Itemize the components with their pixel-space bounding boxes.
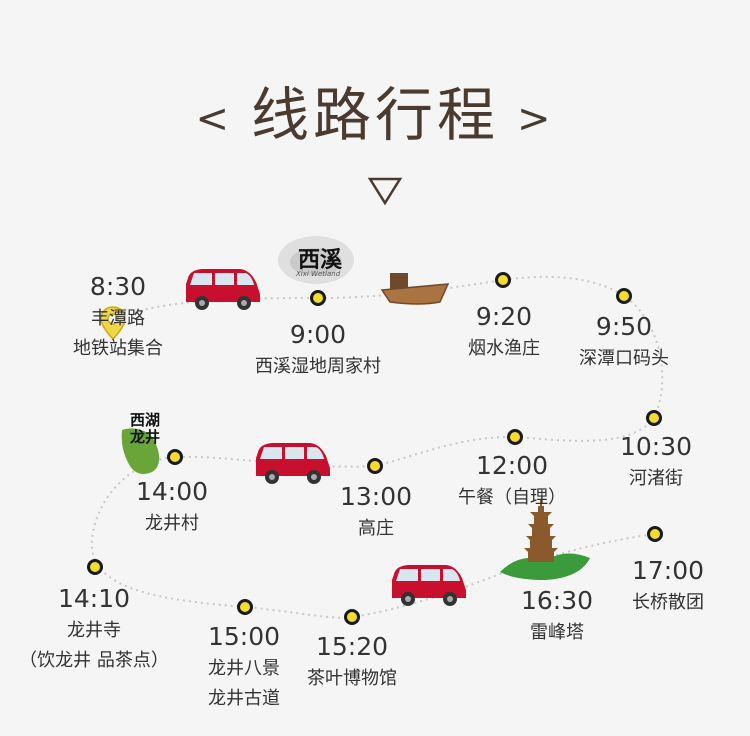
boat-icon <box>380 273 450 305</box>
tea-leaf-icon <box>121 428 160 474</box>
stop-dot-icon <box>87 559 103 575</box>
stop-label: 雷峰塔 <box>530 622 584 643</box>
pagoda-icon <box>500 500 590 580</box>
stop-dot-icon <box>167 449 183 465</box>
xixi-logo-sub: Xixi Wetland <box>296 270 341 278</box>
stop-dot-icon <box>616 288 632 304</box>
stop-label: （饮龙井 品茶点） <box>19 650 169 671</box>
stop-dot-icon <box>237 599 253 615</box>
stop-label: 龙井寺 <box>67 620 121 641</box>
stop-time: 10:30 <box>619 432 693 461</box>
stop-time: 17:00 <box>631 556 705 585</box>
chevron-right-icon[interactable]: > <box>517 95 555 142</box>
stop-dot-icon <box>647 526 663 542</box>
longjing-logo-text: 西湖龙井 <box>130 411 161 446</box>
stop-label: 龙井村 <box>145 513 199 534</box>
stop-time: 15:20 <box>315 632 389 661</box>
stop-time: 12:00 <box>475 451 549 480</box>
stop-time: 9:20 <box>475 302 533 331</box>
xixi-logo: 西溪 Xixi Wetland <box>276 232 356 288</box>
stop-label: 地铁站集合 <box>73 338 163 359</box>
van-icon <box>392 565 466 606</box>
stop-time: 15:00 <box>207 622 281 651</box>
van-icon <box>256 443 330 484</box>
stop-label: 深潭口码头 <box>579 348 669 369</box>
stop-label: 丰潭路 <box>91 308 145 329</box>
stop-label: 西溪湿地周家村 <box>255 356 381 377</box>
stop-label: 长桥散团 <box>632 592 704 613</box>
location-pin-icon <box>100 306 126 340</box>
stop-label: 烟水渔庄 <box>468 338 540 359</box>
xixi-logo-text: 西溪 <box>298 247 343 273</box>
triangle-down-icon <box>367 177 403 206</box>
stop-time: 9:50 <box>595 312 653 341</box>
stop-time: 16:30 <box>520 586 594 615</box>
stop-dot-icon <box>367 458 383 474</box>
stop-label: 河渚街 <box>629 468 683 489</box>
stop-time: 9:00 <box>289 320 347 349</box>
stop-label: 高庄 <box>358 518 394 539</box>
stop-dot-icon <box>310 290 326 306</box>
page-title-text: 线路行程 <box>250 81 499 149</box>
stop-label: 午餐（自理） <box>458 487 566 508</box>
van-icon <box>186 269 260 310</box>
stop-dot-icon <box>646 410 662 426</box>
chevron-left-icon[interactable]: < <box>195 95 233 142</box>
page-title: < 线路行程 > <box>0 68 750 152</box>
stop-dot-icon <box>507 429 523 445</box>
stop-time: 14:10 <box>57 584 131 613</box>
longjing-logo: 西湖龙井 <box>116 410 170 482</box>
stop-time: 13:00 <box>339 482 413 511</box>
stop-time: 14:00 <box>135 477 209 506</box>
stop-dot-icon <box>495 272 511 288</box>
stop-label: 茶叶博物馆 <box>307 668 397 689</box>
stop-label: 龙井八景 <box>208 658 280 679</box>
stop-time: 8:30 <box>89 272 147 301</box>
stop-dot-icon <box>344 609 360 625</box>
ink-wash-icon <box>278 236 354 284</box>
stop-label: 龙井古道 <box>208 688 280 709</box>
